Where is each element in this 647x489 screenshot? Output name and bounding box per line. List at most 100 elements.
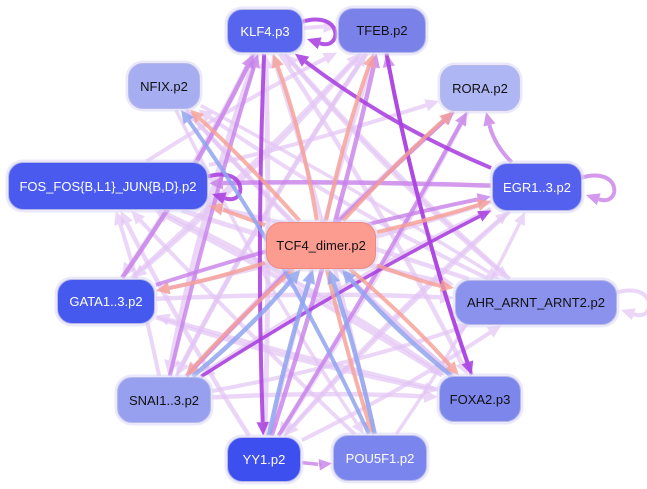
- edge-gata1-foxa2: [155, 315, 426, 391]
- edge-nfix-pou5f1-arrowhead: [352, 420, 365, 435]
- node-snai1[interactable]: SNAI1..3.p2: [117, 377, 211, 423]
- edge-tcf4-klf4-arrowhead: [271, 53, 284, 69]
- edge-snai1-tcf4: [191, 278, 294, 379]
- node-egr1[interactable]: EGR1..3.p2: [492, 163, 582, 211]
- edge-snai1-tcf4-arrowhead: [286, 269, 301, 285]
- edge-yy1-pou5f1: [301, 460, 322, 467]
- node-tcf4-dimer[interactable]: TCF4_dimer.p2: [266, 221, 376, 269]
- node-pou5f1[interactable]: POU5F1.p2: [333, 435, 427, 481]
- edge-snai1-ahr: [211, 327, 458, 393]
- edge-tcf4-pou5f1: [324, 269, 371, 422]
- edge-tcf4-ahr: [376, 263, 442, 288]
- edge-tcf4-egr1: [376, 203, 479, 235]
- edge-pou5f1-tcf4: [331, 281, 377, 435]
- edge-foxa2-tcf4-arrowhead: [341, 269, 356, 285]
- edge-klf4-klf4-selfloop: [300, 17, 338, 47]
- edge-tcf4-snai1: [193, 267, 296, 368]
- edge-yy1-pou5f1-arrowhead: [318, 459, 333, 471]
- node-label: KLF4.p3: [240, 23, 290, 39]
- node-yy1[interactable]: YY1.p2: [227, 436, 301, 482]
- edge-nfix-ahr: [200, 104, 490, 274]
- edge-pou5f1-fos: [138, 219, 357, 436]
- edge-klf4-klf4-arrowhead: [307, 37, 322, 50]
- edge-tcf4-gata1-arrowhead: [155, 282, 171, 295]
- edge-pou5f1-fos-arrowhead: [131, 210, 145, 225]
- edge-klf4-tfeb: [303, 24, 324, 30]
- edge-tcf4-snai1-arrowhead: [185, 362, 200, 377]
- edge-tcf4-nfix: [198, 117, 301, 223]
- node-label: RORA.p2: [452, 80, 508, 96]
- edge-egr1-rora: [487, 124, 514, 164]
- node-label: EGR1..3.p2: [503, 179, 571, 195]
- edge-tcf4-fos-arrowhead: [208, 202, 224, 215]
- edge-gata1-klf4-arrowhead: [241, 53, 254, 70]
- node-label: FOS_FOS{B,L1}_JUN{B,D}.p2: [19, 178, 197, 194]
- node-tfeb[interactable]: TFEB.p2: [338, 7, 426, 53]
- edge-ahr-nfix-arrowhead: [198, 109, 213, 123]
- edge-pou5f1-egr1-arrowhead: [514, 211, 526, 227]
- edge-tcf4-rora-arrowhead: [439, 111, 454, 126]
- edge-yy1-rora: [276, 122, 463, 437]
- edge-klf4-yy1: [257, 53, 267, 423]
- edge-snai1-klf4: [167, 66, 256, 377]
- edge-tcf4-egr1-arrowhead: [476, 199, 492, 211]
- node-label: NFIX.p2: [140, 78, 188, 94]
- node-label: FOXA2.p3: [449, 391, 511, 407]
- node-foxa2[interactable]: FOXA2.p3: [439, 376, 521, 422]
- edge-gata1-tfeb: [130, 61, 353, 280]
- node-gata1[interactable]: GATA1..3.p2: [57, 278, 155, 324]
- edge-gata1-tfeb-arrowhead: [346, 53, 361, 68]
- node-label: YY1.p2: [242, 451, 286, 467]
- edge-egr1-klf4-arrowhead: [294, 53, 310, 67]
- edge-foxa2-gata1-arrowhead: [155, 313, 171, 326]
- edge-tcf4-tfeb-arrowhead: [363, 53, 375, 69]
- edge-foxa2-fos: [165, 214, 444, 378]
- edge-pou5f1-egr1: [394, 222, 522, 436]
- edge-foxa2-tcf4: [349, 278, 453, 378]
- edge-snai1-egr1-arrowhead: [477, 210, 492, 222]
- edge-fos-rora-arrowhead: [424, 99, 440, 112]
- node-rora[interactable]: RORA.p2: [440, 65, 520, 111]
- node-label: AHR_ARNT_ARNT2.p2: [467, 294, 605, 310]
- node-nfix[interactable]: NFIX.p2: [128, 63, 200, 109]
- edge-yy1-ahr-arrowhead: [486, 325, 502, 338]
- edge-tcf4-tfeb: [324, 65, 371, 221]
- edge-pou5f1-tcf4-arrowhead: [327, 269, 340, 285]
- node-label: TCF4_dimer.p2: [276, 237, 366, 253]
- edge-tcf4-ahr-arrowhead: [439, 279, 455, 292]
- edge-egr1-fos-arrowhead: [208, 176, 224, 190]
- edge-snai1-foxa2-arrowhead: [423, 389, 439, 403]
- edge-fos-foxa2: [158, 208, 435, 370]
- edge-ahr-nfix: [208, 115, 490, 281]
- node-klf4[interactable]: KLF4.p3: [227, 9, 303, 53]
- edge-fos-tfeb-arrowhead: [322, 52, 338, 65]
- edge-tcf4-foxa2-arrowhead: [445, 361, 459, 376]
- edge-ahr-klf4-arrowhead: [285, 53, 299, 68]
- node-fos-jun-dimer[interactable]: FOS_FOS{B,L1}_JUN{B,D}.p2: [8, 162, 208, 210]
- edge-pou5f1-nfix-arrowhead: [180, 109, 194, 125]
- edge-egr1-rora-arrowhead: [483, 111, 496, 127]
- node-label: POU5F1.p2: [345, 450, 415, 466]
- edge-fos-fos-arrowhead: [212, 192, 227, 205]
- edge-tcf4-nfix-arrowhead: [190, 109, 205, 124]
- edge-ahr-ahr-selfloop: [614, 288, 647, 318]
- edge-snai1-tfeb: [174, 63, 361, 377]
- node-ahr-arnt[interactable]: AHR_ARNT_ARNT2.p2: [455, 279, 617, 325]
- edge-tcf4-foxa2: [348, 267, 452, 367]
- edge-pou5f1-nfix: [187, 119, 371, 435]
- edge-egr1-egr1-selfloop: [579, 173, 617, 203]
- node-label: SNAI1..3.p2: [128, 392, 200, 408]
- edge-klf4-yy1-arrowhead: [256, 421, 269, 436]
- edge-yy1-ahr: [301, 330, 492, 443]
- edge-fos-fos-selfloop: [205, 172, 243, 202]
- edge-yy1-fos-arrowhead: [120, 210, 133, 227]
- edge-ahr-klf4: [292, 62, 512, 281]
- edge-tcf4-klf4: [275, 65, 319, 221]
- edge-egr1-klf4: [304, 60, 492, 170]
- edge-fos-tfeb: [145, 56, 327, 164]
- edge-tfeb-foxa2-arrowhead: [461, 360, 474, 376]
- edge-tfeb-foxa2: [384, 53, 470, 364]
- edge-tcf4-gata1: [168, 260, 266, 291]
- edge-klf4-foxa2: [278, 52, 464, 364]
